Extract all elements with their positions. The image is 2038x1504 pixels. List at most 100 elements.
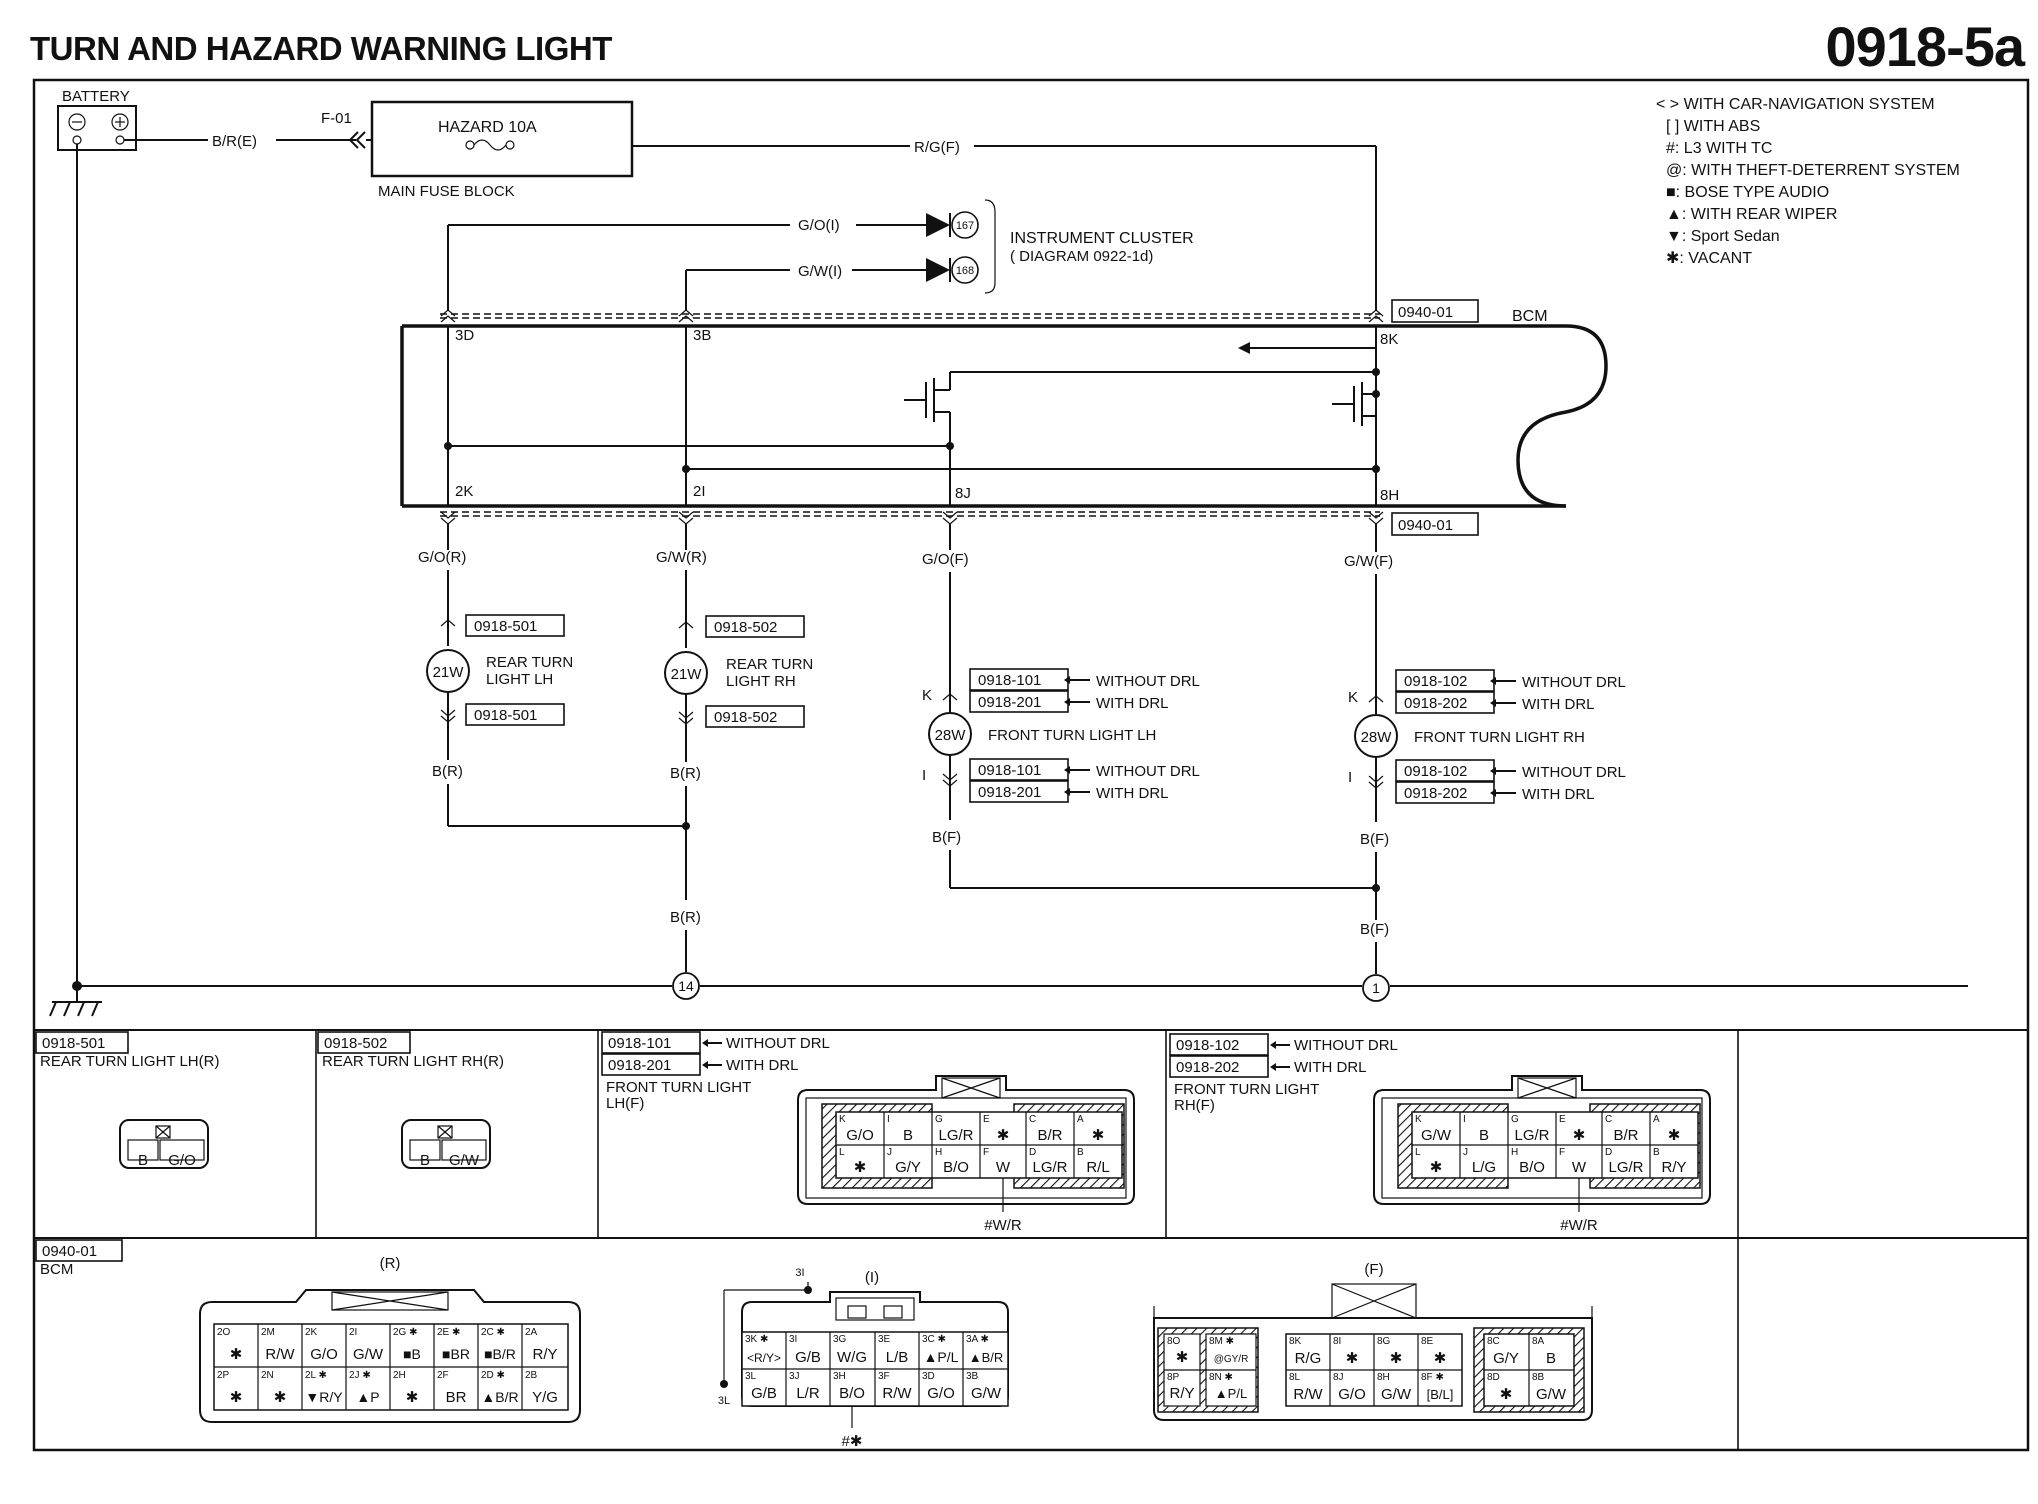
pin-id: 2P: [217, 1370, 230, 1381]
pin-wire: R/L: [1086, 1159, 1109, 1176]
view-code: 0918-102: [1176, 1037, 1239, 1054]
pin-id: F: [1559, 1147, 1565, 1158]
connector-code: 0918-102: [1404, 763, 1467, 780]
pin-wire: R/W: [882, 1385, 912, 1402]
pin-wire: ▲P/L: [924, 1349, 959, 1365]
pin-wire: ▲P/L: [1215, 1386, 1247, 1401]
pin-id: I: [1463, 1114, 1466, 1125]
pin-id: 3L: [718, 1395, 730, 1407]
view-name: BCM: [40, 1261, 73, 1278]
connector-code: 0918-501: [474, 707, 537, 724]
fuse-name: HAZARD 10A: [438, 119, 537, 136]
pin-wire: LG/R: [1514, 1127, 1549, 1144]
pin-id: 8D: [1487, 1372, 1500, 1383]
legend-item: ✱: VACANT: [1666, 250, 1752, 267]
connector-code: 0918-102: [1404, 673, 1467, 690]
pin-wire: ✱: [1092, 1127, 1105, 1144]
wire-label: G/W(I): [798, 263, 842, 280]
pin-id: 8H: [1377, 1372, 1390, 1383]
pin-wire: G/W: [353, 1346, 384, 1363]
pin-label: K: [922, 687, 932, 704]
pin-id: H: [1511, 1147, 1518, 1158]
bulb-rating: 28W: [1361, 729, 1393, 746]
pin-wire: ■B/R: [484, 1346, 516, 1362]
pin-id: H: [935, 1147, 942, 1158]
drl-note: WITHOUT DRL: [726, 1035, 830, 1052]
pin-wire: G/B: [795, 1349, 821, 1366]
pin-wire: B/O: [1519, 1159, 1545, 1176]
pin-wire: ✱: [230, 1389, 243, 1406]
diagram-number: 0918-5a: [1825, 15, 2025, 78]
bcm-i-connector: (I) 3K ✱ 3I 3G 3E 3C ✱ 3A ✱ <R/Y> G/B W/…: [718, 1267, 1009, 1450]
pin-id: 3L: [745, 1371, 757, 1382]
ground-symbol: [49, 986, 102, 1017]
legend-item: [ ] WITH ABS: [1666, 118, 1760, 135]
pin-id: 2M: [261, 1327, 275, 1338]
pin-id: 3E: [878, 1334, 891, 1345]
ground-id: 1: [1372, 980, 1380, 996]
pin-wire: ✱: [1176, 1349, 1189, 1366]
rear-turn-light-rh-name: LIGHT RH: [726, 673, 796, 690]
pin-wire: R/W: [1293, 1386, 1323, 1403]
pin-id: 2C ✱: [481, 1327, 505, 1338]
pin-wire: B/O: [943, 1159, 969, 1176]
main-fuse-block: [370, 100, 634, 178]
pin-id: I: [887, 1114, 890, 1125]
view-name: REAR TURN LIGHT LH(R): [40, 1053, 219, 1070]
ground-point-1: [1362, 974, 1390, 1002]
pin-id: K: [839, 1114, 846, 1125]
pin-id: 2F: [437, 1370, 449, 1381]
drl-note: WITH DRL: [1096, 695, 1169, 712]
rear-turn-light-lh-name: REAR TURN: [486, 654, 573, 671]
pin-id: F: [983, 1147, 989, 1158]
view-name: RH(F): [1174, 1097, 1215, 1114]
view-code: 0918-202: [1176, 1059, 1239, 1076]
wire-label: B(F): [932, 829, 961, 846]
rear-turn-light-lh-connector: B G/O: [119, 1119, 209, 1169]
connector-code: 0918-101: [978, 672, 1041, 689]
ground-point-14: [672, 972, 700, 1000]
pin-id: B: [1077, 1147, 1084, 1158]
wire-label: B(R): [670, 765, 701, 782]
view-name: REAR TURN LIGHT RH(R): [322, 1053, 504, 1070]
pin-note: #W/R: [984, 1217, 1022, 1234]
pin-label: I: [922, 767, 926, 784]
bcm-f-connector: (F) 8O 8M ✱ 8P 8N ✱ ✱ @GY/R R/Y ▲P/L 8K …: [1153, 1261, 1593, 1421]
wire-label: G/O(R): [418, 549, 466, 566]
legend-item: < > WITH CAR-NAVIGATION SYSTEM: [1656, 96, 1935, 113]
view-name: LH(F): [606, 1095, 644, 1112]
bcm-pin: 2K: [455, 483, 473, 500]
view-name: FRONT TURN LIGHT: [1174, 1081, 1319, 1098]
pin-wire: R/G: [1295, 1350, 1322, 1367]
pin-wire: LG/R: [1032, 1159, 1067, 1176]
pin-note: #W/R: [1560, 1217, 1598, 1234]
pin-wire: ■B: [403, 1346, 421, 1362]
pin-wire: R/Y: [532, 1346, 557, 1363]
pin-wire: @GY/R: [1214, 1354, 1249, 1365]
pin-wire: W/G: [837, 1349, 867, 1366]
pin-id: 8O: [1167, 1336, 1181, 1347]
pin-id: 2O: [217, 1327, 231, 1338]
pin-id: 3C ✱: [922, 1334, 946, 1345]
wire-label: R/G(F): [914, 139, 960, 156]
pin-wire: ▼R/Y: [305, 1389, 343, 1405]
pin-id: 2A: [525, 1327, 538, 1338]
rear-turn-light-lh-name: LIGHT LH: [486, 671, 553, 688]
drl-note: WITHOUT DRL: [1096, 763, 1200, 780]
pin-wire: ✱: [997, 1127, 1010, 1144]
pin-wire: R/Y: [1661, 1159, 1686, 1176]
bulb-rating: 28W: [935, 727, 967, 744]
drl-note: WITHOUT DRL: [1294, 1037, 1398, 1054]
bcm-label: BCM: [1512, 308, 1548, 325]
bcm-pin: 3D: [455, 327, 474, 344]
pin-id: 2I: [349, 1327, 357, 1338]
pin-id: 3K ✱: [745, 1334, 768, 1345]
pin-wire: B/R: [1613, 1127, 1638, 1144]
bulb-rating: 21W: [671, 666, 703, 683]
pin-id: D: [1605, 1147, 1612, 1158]
pin-wire: B: [420, 1152, 430, 1169]
pin-id: 2D ✱: [481, 1370, 505, 1381]
bcm-pin: 3B: [693, 327, 711, 344]
pin-wire: B: [138, 1152, 148, 1169]
pin-wire: ✱: [1500, 1386, 1513, 1403]
